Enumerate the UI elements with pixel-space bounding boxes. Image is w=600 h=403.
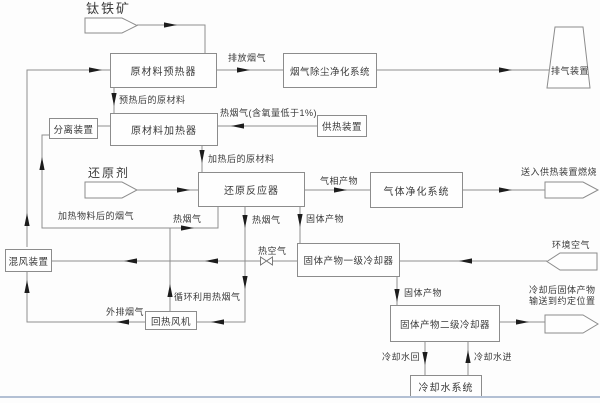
node-separator-label: 分离装置 xyxy=(53,124,94,136)
node-mixer-label: 混风装置 xyxy=(8,256,49,268)
arrow-right-icon xyxy=(334,187,347,193)
edge-mixer-to-preheater xyxy=(26,69,110,247)
arrow-left-icon xyxy=(211,319,224,325)
ambient-air-label: 环境空气 xyxy=(552,240,591,250)
flow-label-solid-product-1: 固体产物 xyxy=(306,214,345,224)
arrow-right-icon xyxy=(499,67,512,73)
cooled-product-flag-icon xyxy=(544,314,599,334)
arrow-right-icon xyxy=(237,67,250,73)
to-heat-supply-flag-icon xyxy=(544,181,600,199)
flow-label-external-flue: 外排烟气 xyxy=(106,307,145,317)
arrow-right-icon xyxy=(516,319,529,325)
arrow-right-icon xyxy=(89,67,102,73)
arrow-left-icon xyxy=(205,258,218,264)
arrow-right-icon xyxy=(164,22,177,28)
flow-label-gas-phase-product: 气相产物 xyxy=(320,176,359,186)
node-cooler2: 固体产物二级冷却器 xyxy=(390,305,500,342)
arrow-up-icon xyxy=(24,280,30,293)
arrow-left-icon xyxy=(124,258,137,264)
cooled-product-label-line2: 输送到约定位置 xyxy=(529,296,596,306)
to-heat-burn-label: 送入供热装置燃烧 xyxy=(521,167,598,177)
node-fan: 回热风机 xyxy=(145,311,197,330)
node-gas-purification: 气体净化系统 xyxy=(370,172,463,208)
terminal-shapes xyxy=(84,17,600,334)
node-separator: 分离装置 xyxy=(49,118,98,139)
edge-recycle-to-reactor-and-separator xyxy=(41,134,219,229)
flow-label-cooling-water-in: 冷却水进 xyxy=(474,352,513,362)
arrow-left-icon xyxy=(116,319,129,325)
node-dedusting: 烟气除尘净化系统 xyxy=(283,53,377,88)
flow-label-cooling-water-return: 冷却水回 xyxy=(382,352,421,362)
arrow-down-icon xyxy=(394,289,400,302)
ilmenite-label: 钛铁矿 xyxy=(86,1,132,16)
flow-label-hot-air: 热空气 xyxy=(258,246,287,256)
arrow-right-icon xyxy=(181,225,194,231)
node-cooler1: 固体产物一级冷却器 xyxy=(297,243,400,277)
flow-label-hot-flue-2: 热烟气 xyxy=(252,215,281,225)
cooled-product-label-line1: 冷却后固体产物 xyxy=(529,285,596,295)
arrow-left-icon xyxy=(459,258,472,264)
node-heat-supply-label: 供热装置 xyxy=(321,122,362,133)
flow-label-hot-flue-1: 热烟气 xyxy=(173,214,202,224)
node-cooler1-label: 固体产物一级冷却器 xyxy=(303,256,394,267)
arrow-down-icon xyxy=(242,276,248,289)
node-mixer: 混风装置 xyxy=(5,249,52,272)
flow-label-preheated-material: 预热后的原材料 xyxy=(119,95,186,105)
arrow-down-icon xyxy=(111,93,117,106)
flow-label-discharge-flue-gas: 排放烟气 xyxy=(228,53,267,63)
edge-ilmenite-to-preheater xyxy=(137,24,206,53)
flow-label-recycled-hot-flue: 循环利用热烟气 xyxy=(174,292,241,302)
arrow-right-icon xyxy=(499,187,512,193)
ilmenite-flag-icon xyxy=(84,17,139,34)
arrow-up-icon xyxy=(24,213,30,226)
arrow-up-icon xyxy=(465,350,471,363)
exhaust-stack-icon xyxy=(546,26,591,89)
node-dedusting-label: 烟气除尘净化系统 xyxy=(289,66,370,78)
arrow-right-icon xyxy=(177,187,190,193)
node-heater-label: 原材料加热器 xyxy=(131,126,197,137)
arrow-down-icon xyxy=(242,215,248,228)
node-gas-purification-label: 气体净化系统 xyxy=(383,186,450,198)
node-cooling-water-label: 冷却水系统 xyxy=(418,383,474,394)
arrow-down-icon xyxy=(199,150,205,163)
node-heater: 原材料加热器 xyxy=(110,113,218,146)
node-preheater-label: 原材料预热器 xyxy=(130,67,197,78)
flow-label-flue-after-heating: 加热物料后的烟气 xyxy=(58,211,135,221)
arrow-down-icon xyxy=(422,352,428,365)
arrow-left-icon xyxy=(231,123,244,129)
node-heat-supply: 供热装置 xyxy=(317,115,367,137)
valve-icon xyxy=(260,256,273,266)
node-preheater: 原材料预热器 xyxy=(110,53,217,88)
bottom-rule xyxy=(0,396,600,398)
flow-arrowheads xyxy=(24,22,529,365)
reductant-flag-icon xyxy=(84,181,139,199)
ambient-air-flag-icon xyxy=(546,252,598,271)
node-reactor-label: 还原反应器 xyxy=(224,186,279,197)
reductant-label: 还原剂 xyxy=(88,166,131,180)
node-cooling-water: 冷却水系统 xyxy=(410,375,482,398)
arrow-up-icon xyxy=(167,284,173,297)
node-exhaust-label: 排气装置 xyxy=(550,66,589,76)
flow-label-solid-product-2: 固体产物 xyxy=(404,288,443,298)
flow-label-heated-material: 加热后的原材料 xyxy=(208,154,275,164)
node-cooler2-label: 固体产物二级冷却器 xyxy=(399,319,490,331)
edge-reactor-to-fan xyxy=(197,207,246,323)
node-fan-label: 回热风机 xyxy=(150,316,191,328)
arrow-down-icon xyxy=(297,214,303,227)
arrow-up-icon xyxy=(39,157,45,170)
node-reactor: 还原反应器 xyxy=(198,172,305,207)
cooled-product-label: 冷却后固体产物 输送到约定位置 xyxy=(529,285,596,307)
flow-label-hot-flue-low-oxygen: 热烟气(含氧量低于1%) xyxy=(220,108,318,118)
